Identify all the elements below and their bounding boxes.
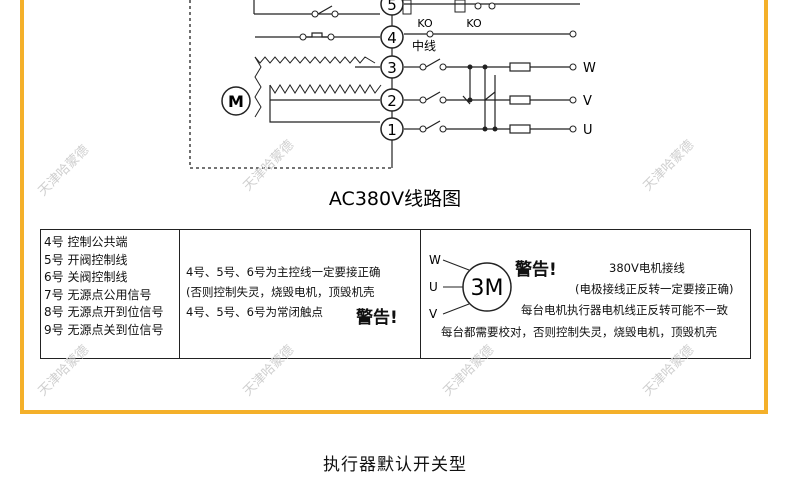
control-note-cell: 4号、5号、6号为主控线一定要接正确 (否则控制失灵，烧毁电机，顶毁机壳 4号、… [179,229,421,359]
motor-wiring-line: 每台电机执行器电机线正反转可能不一致 [521,303,728,317]
contact-label-ko-2: KO [466,17,482,30]
legend-line: 4号 控制公共端 [44,235,128,249]
terminal-1-label: 1 [387,121,397,139]
motor-wiring-title: 380V电机接线 [609,261,685,275]
motor-3m-label: 3M [471,276,504,301]
motor-warning-label: 警告! [515,260,557,280]
phase-v-label: V [583,94,592,109]
terminal-5 [380,0,404,16]
diagram-title: AC380V线路图 [329,188,461,210]
terminal-3-label: 3 [387,59,397,77]
wiring-table: 4号 控制公共端 5号 开阀控制线 6号 关阀控制线 7号 无源点公用信号 8号… [40,229,751,359]
motor-phase-u: U [429,280,438,294]
legend-line: 8号 无源点开到位信号 [44,305,164,319]
terminal-4 [380,25,404,49]
control-note-line: (否则控制失灵，烧毁电机，顶毁机壳 [186,285,375,299]
phase-w-label: W [583,61,596,76]
neutral-label: 中线 [412,38,436,53]
motor-phase-v: V [429,307,438,321]
contact-label-ko-1: KO [417,17,433,30]
motor-phase-diagram: 3M W U V [429,253,512,321]
warning-label: 警告! [356,308,398,328]
legend-line: 9号 无源点关到位信号 [44,322,164,337]
motor-phase-w: W [429,253,441,267]
terminal-3 [380,55,404,79]
terminal-1 [380,117,404,141]
motor-symbol [221,86,251,116]
motor-label: M [228,92,244,111]
motor-wiring-line: 每台都需要校对，否则控制失灵，烧毁电机，顶毁机壳 [441,325,717,339]
terminal-2 [380,88,404,112]
wiring-diagram: M 5 4 3 2 1 KO KO 中线 [189,0,596,210]
control-note-line: 4号、5号、6号为常闭触点 [186,305,323,319]
motor-wiring-cell: 3M W U V 警告! 380V电机接线 (电极接线正反转一定要接正确) 每台… [420,229,751,359]
phase-u-label: U [583,123,593,138]
legend-line: 7号 无源点公用信号 [44,287,152,302]
terminal-legend-cell: 4号 控制公共端 5号 开阀控制线 6号 关阀控制线 7号 无源点公用信号 8号… [40,229,180,359]
motor-wiring-line: (电极接线正反转一定要接正确) [575,282,734,296]
legend-line: 6号 关阀控制线 [44,270,128,284]
terminal-5-label: 5 [387,0,397,14]
page-caption: 执行器默认开关型 [323,455,467,475]
terminal-4-label: 4 [387,29,397,47]
terminal-2-label: 2 [387,92,397,110]
enclosure-dashed-line [189,0,392,169]
control-note-line: 4号、5号、6号为主控线一定要接正确 [186,265,381,279]
legend-line: 5号 开阀控制线 [44,252,128,267]
